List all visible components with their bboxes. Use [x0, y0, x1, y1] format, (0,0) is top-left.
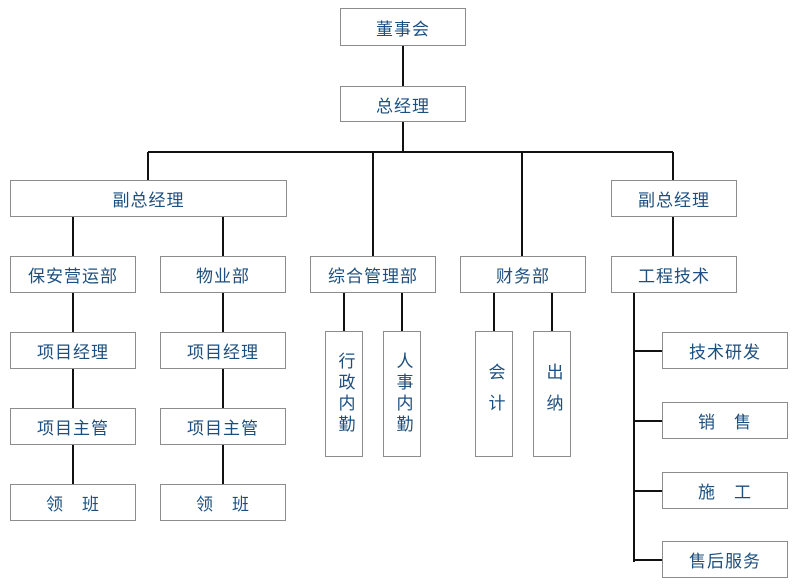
sales-node: 销 售: [662, 402, 788, 439]
hr-affairs-node: 人事内勤: [383, 331, 421, 457]
accounting-label: 会计: [484, 363, 505, 425]
general-admin-dept-node: 综合管理部: [310, 256, 436, 293]
security-ops-dept-node: 保安营运部: [10, 256, 136, 293]
board-node: 董事会: [340, 8, 466, 46]
tech-rd-node: 技术研发: [662, 332, 788, 369]
admin-affairs-node: 行政内勤: [325, 331, 363, 457]
project-manager-node-1: 项目经理: [10, 332, 136, 369]
admin-affairs-label: 行政内勤: [334, 352, 355, 436]
deputy-gm-right-node: 副总经理: [611, 180, 737, 217]
deputy-gm-left-node: 副总经理: [10, 180, 287, 217]
accounting-node: 会计: [475, 331, 513, 457]
cashier-label: 出纳: [542, 363, 563, 425]
engineering-tech-node: 工程技术: [611, 256, 737, 293]
finance-dept-node: 财务部: [460, 256, 586, 293]
project-supervisor-node-2: 项目主管: [160, 408, 286, 445]
foreman-node-1: 领 班: [10, 484, 136, 521]
hr-affairs-label: 人事内勤: [392, 352, 413, 436]
cashier-node: 出纳: [533, 331, 571, 457]
construction-node: 施 工: [662, 472, 788, 509]
general-manager-node: 总经理: [340, 86, 466, 122]
foreman-node-2: 领 班: [160, 484, 286, 521]
after-sales-service-node: 售后服务: [662, 541, 788, 578]
property-dept-node: 物业部: [160, 256, 286, 293]
project-manager-node-2: 项目经理: [160, 332, 286, 369]
project-supervisor-node-1: 项目主管: [10, 408, 136, 445]
